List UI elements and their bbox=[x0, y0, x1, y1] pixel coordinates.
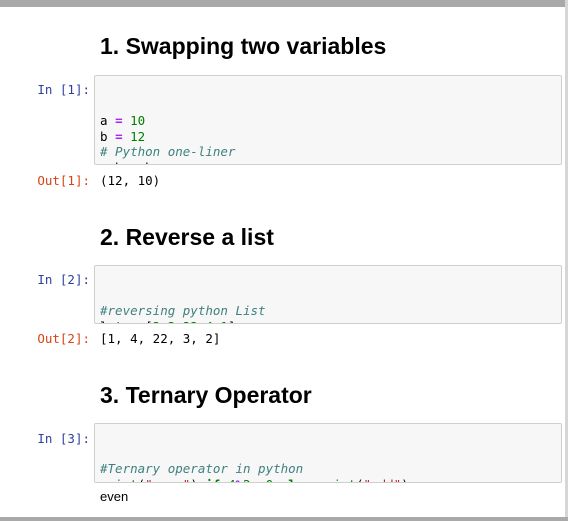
code-token bbox=[123, 113, 131, 128]
code-token: = bbox=[115, 113, 123, 128]
code-token: b,a bbox=[138, 160, 168, 165]
code-token: % bbox=[236, 477, 244, 483]
section-heading-reverse-list: 2. Reverse a list bbox=[100, 224, 274, 250]
code-token: if bbox=[205, 477, 220, 483]
code-token: 4 bbox=[220, 477, 236, 483]
in-prompt-3: In [3]: bbox=[37, 431, 90, 446]
code-line: a = 10 bbox=[100, 113, 556, 129]
code-line: #reversing python List bbox=[100, 303, 556, 319]
code-token: = bbox=[130, 319, 138, 324]
code-cell-3[interactable]: #Ternary operator in pythonprint("even")… bbox=[94, 423, 562, 483]
code-token bbox=[123, 160, 131, 165]
out-prompt-2: Out[2]: bbox=[37, 331, 90, 346]
code-line: #Ternary operator in python bbox=[100, 461, 556, 477]
section-heading-swapping: 1. Swapping two variables bbox=[100, 33, 387, 59]
code-token: 2 bbox=[153, 319, 161, 324]
window-right-edge bbox=[565, 0, 568, 521]
code-token: a bbox=[100, 113, 108, 128]
in-prompt-1: In [1]: bbox=[37, 82, 90, 97]
code-token bbox=[108, 129, 116, 144]
code-token bbox=[123, 319, 131, 324]
code-line: # Python one-liner bbox=[100, 144, 556, 160]
code-cell-1[interactable]: a = 10b = 12# Python one-linera,b = b,aa… bbox=[94, 75, 562, 165]
code-token: 22 bbox=[183, 319, 198, 324]
code-token: print bbox=[318, 477, 356, 483]
code-token: ) bbox=[190, 477, 205, 483]
code-line: print("even") if 4%2==0 else print("odd"… bbox=[100, 477, 556, 483]
code-token: #Ternary operator in python bbox=[100, 461, 304, 476]
code-token: ] bbox=[228, 319, 236, 324]
code-cell-3-lines: #Ternary operator in pythonprint("even")… bbox=[100, 461, 556, 483]
code-token: , bbox=[160, 319, 168, 324]
code-line: lst = [2,3,22,4,1] bbox=[100, 319, 556, 324]
code-token: , bbox=[175, 319, 183, 324]
output-3: even bbox=[100, 489, 129, 504]
code-token: ( bbox=[356, 477, 364, 483]
code-token: = bbox=[115, 128, 123, 144]
code-cell-2-lines: #reversing python Listlst = [2,3,22,4,1]… bbox=[100, 303, 556, 324]
code-token: , bbox=[213, 319, 221, 324]
code-token: b bbox=[100, 128, 108, 144]
code-cell-1-lines: a = 10b = 12# Python one-linera,b = b,aa… bbox=[100, 113, 556, 165]
code-token: 10 bbox=[130, 113, 146, 128]
code-token: 0 bbox=[266, 477, 274, 483]
code-token: 4 bbox=[205, 319, 213, 324]
code-token bbox=[273, 477, 281, 483]
code-token: ) bbox=[401, 477, 409, 483]
code-cell-2[interactable]: #reversing python Listlst = [2,3,22,4,1]… bbox=[94, 265, 562, 324]
code-token: 12 bbox=[130, 128, 146, 144]
code-token: 3 bbox=[168, 319, 176, 324]
code-token: #reversing python List bbox=[100, 303, 266, 318]
code-token: # Python one-liner bbox=[100, 144, 236, 159]
window-bottom-bar bbox=[0, 517, 568, 521]
code-token: print bbox=[100, 477, 138, 483]
code-token: lst bbox=[100, 319, 123, 324]
code-token: == bbox=[251, 477, 266, 483]
code-line: b = 12 bbox=[100, 129, 556, 145]
output-1: (12, 10) bbox=[100, 173, 161, 188]
code-token bbox=[123, 129, 131, 144]
output-2: [1, 4, 22, 3, 2] bbox=[100, 331, 221, 346]
code-line: a,b = b,a bbox=[100, 160, 556, 165]
code-token: = bbox=[130, 160, 138, 165]
code-token: 1 bbox=[220, 319, 228, 324]
code-token: "odd" bbox=[364, 477, 402, 483]
section-heading-ternary: 3. Ternary Operator bbox=[100, 382, 312, 408]
window-top-bar bbox=[0, 0, 568, 7]
out-prompt-1: Out[1]: bbox=[37, 173, 90, 188]
in-prompt-2: In [2]: bbox=[37, 272, 90, 287]
code-token: "even" bbox=[145, 477, 190, 483]
code-token: ( bbox=[138, 477, 146, 483]
code-token: [ bbox=[138, 319, 153, 324]
code-token bbox=[108, 113, 116, 128]
code-token: a,b bbox=[100, 160, 123, 165]
code-token: , bbox=[198, 319, 206, 324]
code-token: else bbox=[281, 477, 311, 483]
code-token: 2 bbox=[243, 477, 251, 483]
